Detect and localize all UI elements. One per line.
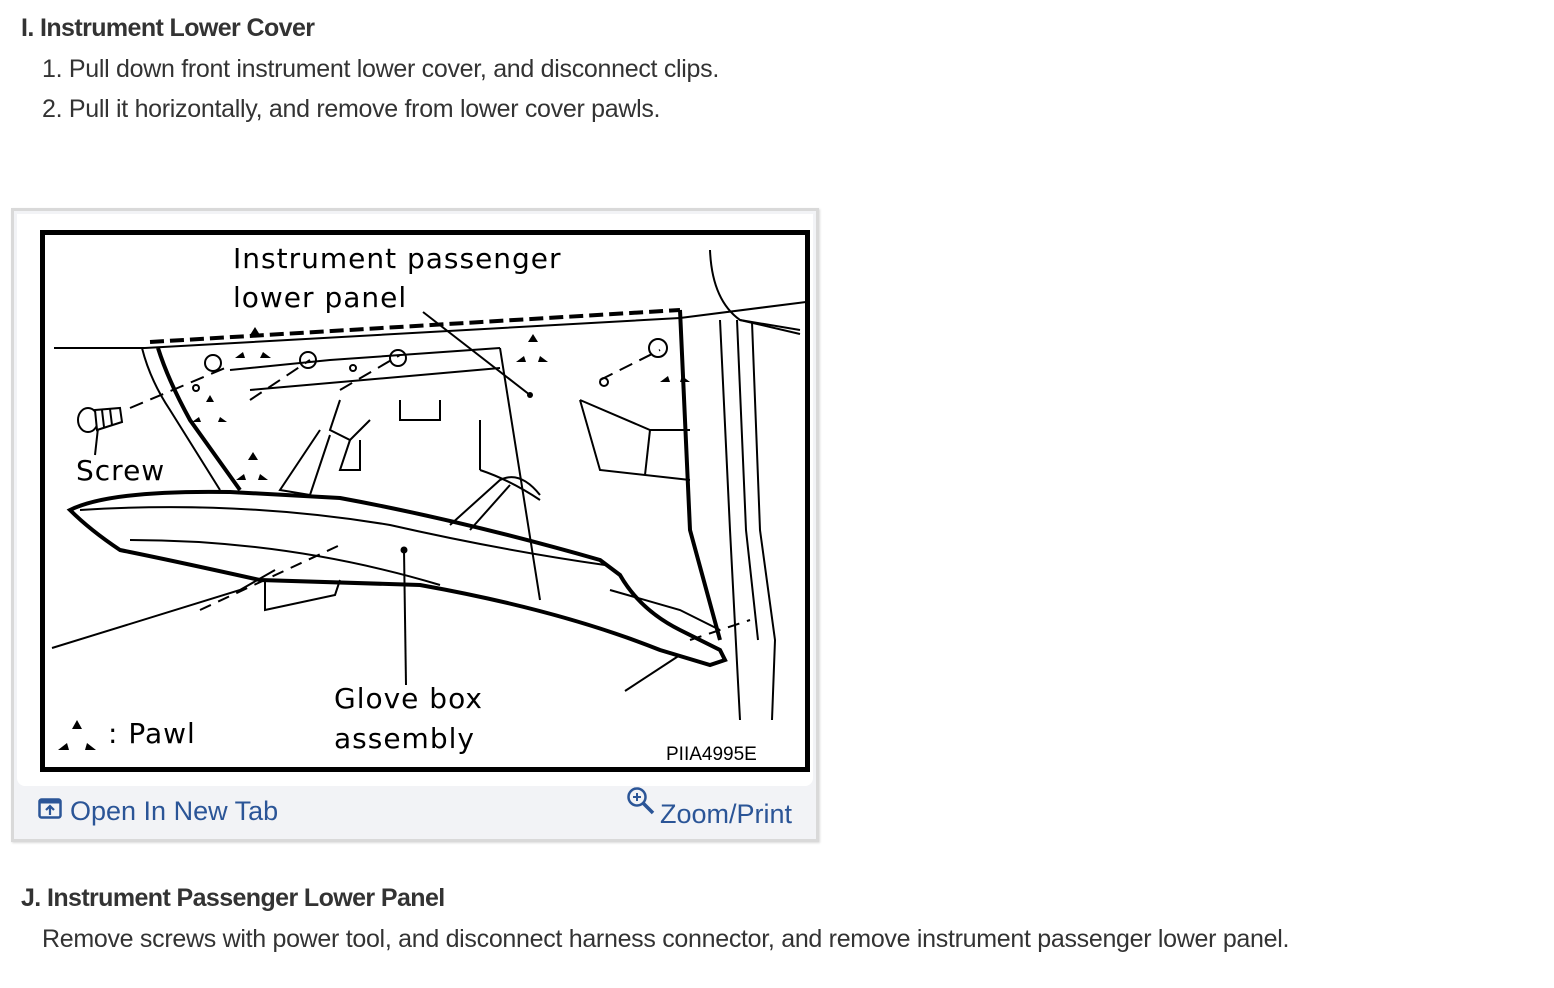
section-title-instrument-lower-cover: I. Instrument Lower Cover — [21, 14, 315, 42]
section-title-passenger-lower-panel: J. Instrument Passenger Lower Panel — [21, 884, 445, 912]
pawl-legend-icon — [58, 720, 96, 750]
label-glove-line1: Glove box — [334, 682, 483, 715]
label-screw: Screw — [76, 454, 165, 487]
glove-box-diagram[interactable]: Instrument passenger lower panel Screw G… — [40, 230, 810, 772]
open-in-new-tab-icon — [38, 796, 62, 827]
open-in-new-tab-link[interactable]: Open In New Tab — [38, 796, 278, 827]
pawl-markers — [192, 327, 690, 554]
label-panel-line2: lower panel — [233, 281, 407, 314]
zoom-print-label: Zoom/Print — [660, 799, 793, 829]
label-glove-line2: assembly — [334, 722, 475, 755]
step-item: 1. Pull down front instrument lower cove… — [42, 55, 719, 83]
screw-icon — [77, 406, 124, 433]
figure-code: PIIA4995E — [666, 744, 757, 765]
label-panel-line1: Instrument passenger — [233, 242, 562, 275]
open-in-new-tab-label: Open In New Tab — [70, 796, 279, 826]
diagram-linework — [51, 249, 810, 721]
label-pawl-legend: : Pawl — [108, 717, 196, 750]
panel-outline-dashed — [149, 308, 681, 344]
zoom-in-icon — [626, 786, 656, 823]
step-item: 2. Pull it horizontally, and remove from… — [42, 95, 661, 123]
zoom-print-link[interactable]: Zoom/Print — [626, 787, 804, 833]
section-paragraph: Remove screws with power tool, and disco… — [42, 925, 1290, 953]
